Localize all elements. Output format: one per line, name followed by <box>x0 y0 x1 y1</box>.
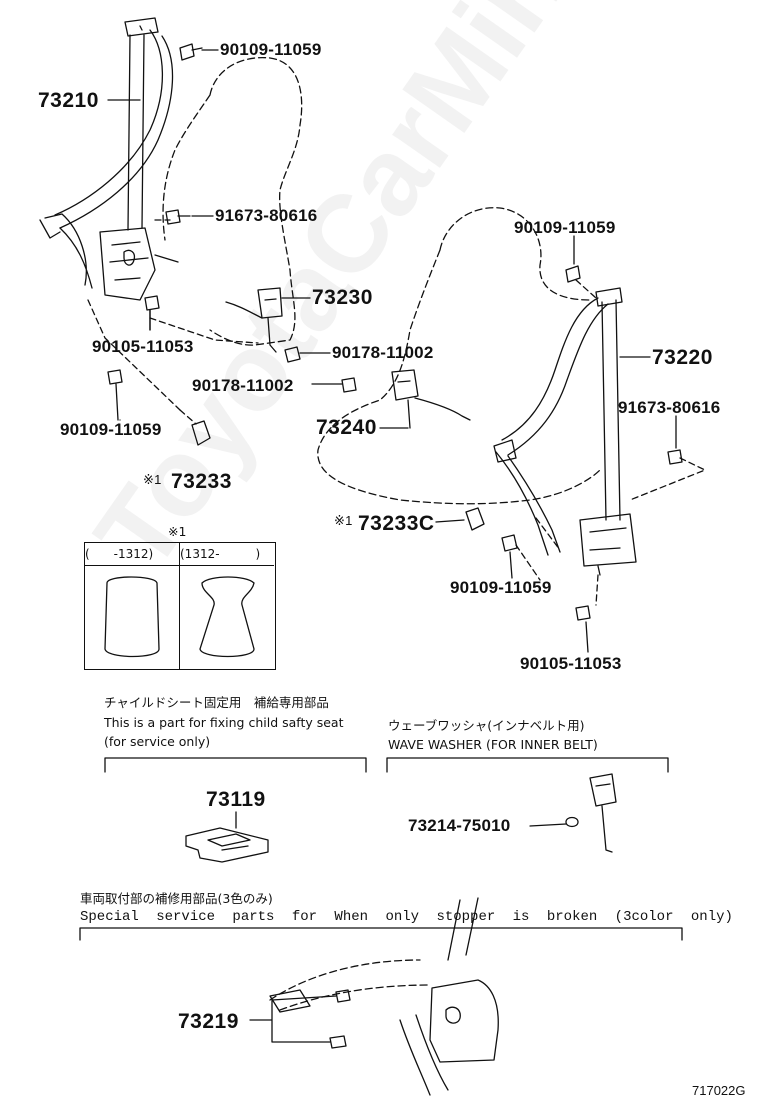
clip-73233C <box>465 507 485 531</box>
washer-73214 <box>565 816 579 828</box>
right-belt-retractor <box>579 513 637 567</box>
label-90109-top: 90109-11059 <box>220 40 322 59</box>
buckle-73214 <box>589 773 617 853</box>
label-91673-left: 91673-80616 <box>215 206 318 225</box>
left-belt-guide <box>39 219 61 239</box>
stopper-assembly-belt <box>269 959 431 1011</box>
note-child-seat-jp: チャイルドシート固定用 補給専用部品 <box>104 695 329 710</box>
label-73230: 73230 <box>312 286 373 309</box>
buckle-73240 <box>391 369 419 401</box>
note-child-seat-en-1: This is a part for fixing child safty se… <box>104 715 344 730</box>
diagram-reference-code: 717022G <box>692 1083 746 1098</box>
nut-90178-left <box>341 377 357 393</box>
label-73220: 73220 <box>652 346 713 369</box>
label-73219: 73219 <box>178 1010 239 1033</box>
clip-variant-old-header: ( -1312) <box>85 543 179 566</box>
clip-variant-new-shape <box>199 576 255 658</box>
bolt-90105-right <box>575 605 591 621</box>
label-91673-right: 91673-80616 <box>618 398 721 417</box>
bolt-91673-right <box>667 449 683 465</box>
bracket-special <box>79 927 683 941</box>
clip-variant-old: ( -1312) <box>85 543 180 669</box>
clip-variant-new: (1312- ) <box>180 543 274 669</box>
bolt-90109-right-top <box>565 265 581 283</box>
buckle-73230-cable <box>225 301 277 353</box>
note-mark-73233C: ※1 <box>334 513 353 528</box>
buckle-73230 <box>257 287 283 319</box>
left-belt-retractor-body <box>99 227 156 301</box>
nut-90178-right <box>284 346 301 363</box>
stopper-assembly-webbing <box>399 897 479 1096</box>
clip-73233 <box>191 420 211 446</box>
bracket-child-seat <box>104 757 367 773</box>
bolt-90105-left <box>144 295 160 331</box>
bolt-90109-top <box>179 43 203 61</box>
right-belt-lower-webbing <box>495 451 561 556</box>
buckle-73240-cable <box>407 397 471 429</box>
stopper-leader <box>249 995 337 1043</box>
label-90109-right-mid: 90109-11059 <box>450 578 552 597</box>
label-90105-left: 90105-11053 <box>92 337 194 356</box>
inset-mark: ※1 <box>168 524 187 539</box>
right-belt-guide <box>493 439 517 463</box>
stopper-assembly-anchor <box>269 989 311 1013</box>
label-90109-right-top: 90109-11059 <box>514 218 616 237</box>
note-mark-73233: ※1 <box>143 472 162 487</box>
right-seat-outline <box>317 207 601 505</box>
note-wave-washer-en: WAVE WASHER (FOR INNER BELT) <box>388 737 598 752</box>
leader-73233 <box>179 409 197 425</box>
label-73119: 73119 <box>206 788 266 811</box>
clip-variant-old-shape <box>104 576 160 658</box>
note-special-en: Special service parts for When only stop… <box>80 909 733 925</box>
washer-73214-leader <box>529 823 567 827</box>
label-73233C: 73233C <box>358 512 435 535</box>
leader-lines-left <box>107 49 331 421</box>
leader-lines-right <box>311 235 677 653</box>
stopper-assembly-retractor <box>429 979 499 1063</box>
right-belt-pillar <box>601 299 621 521</box>
right-belt-leads <box>515 279 706 606</box>
bracket-wave-washer <box>386 757 669 773</box>
left-belt-retractor-detail <box>109 241 149 281</box>
bolt-90109-left <box>107 369 123 421</box>
clip-variant-table: ( -1312) (1312- ) <box>84 542 276 670</box>
left-belt-pillar <box>127 34 145 231</box>
left-belt-lower-webbing <box>44 213 93 289</box>
bolt-90109-right-mid <box>501 534 518 552</box>
label-90178-left: 90178-11002 <box>192 376 294 395</box>
left-belt-webbing <box>54 29 174 229</box>
clip-variant-new-header: (1312- ) <box>180 543 274 566</box>
label-90178-right: 90178-11002 <box>332 343 434 362</box>
right-belt-top-anchor <box>595 287 623 307</box>
label-73233: 73233 <box>171 470 232 493</box>
left-belt-ext <box>154 254 179 263</box>
label-73240: 73240 <box>316 416 377 439</box>
note-child-seat-en-2: (for service only) <box>104 734 211 749</box>
label-90109-left: 90109-11059 <box>60 420 162 439</box>
stopper-part-upper <box>335 989 351 1003</box>
label-73210: 73210 <box>38 89 99 112</box>
left-seat-outline <box>162 56 303 346</box>
label-73214-75010: 73214-75010 <box>408 816 511 835</box>
note-wave-washer-jp: ウェーブワッシャ(インナベルト用) <box>388 718 585 733</box>
left-belt-top-anchor <box>124 17 159 37</box>
label-90105-right: 90105-11053 <box>520 654 622 673</box>
right-belt-retractor-tab <box>597 565 601 576</box>
stopper-part-lower <box>329 1035 347 1049</box>
bolt-91673-left <box>165 209 191 225</box>
plate-73119 <box>185 827 269 863</box>
note-special-jp: 車両取付部の補修用部品(3色のみ) <box>80 891 273 906</box>
right-belt-webbing <box>501 297 609 456</box>
